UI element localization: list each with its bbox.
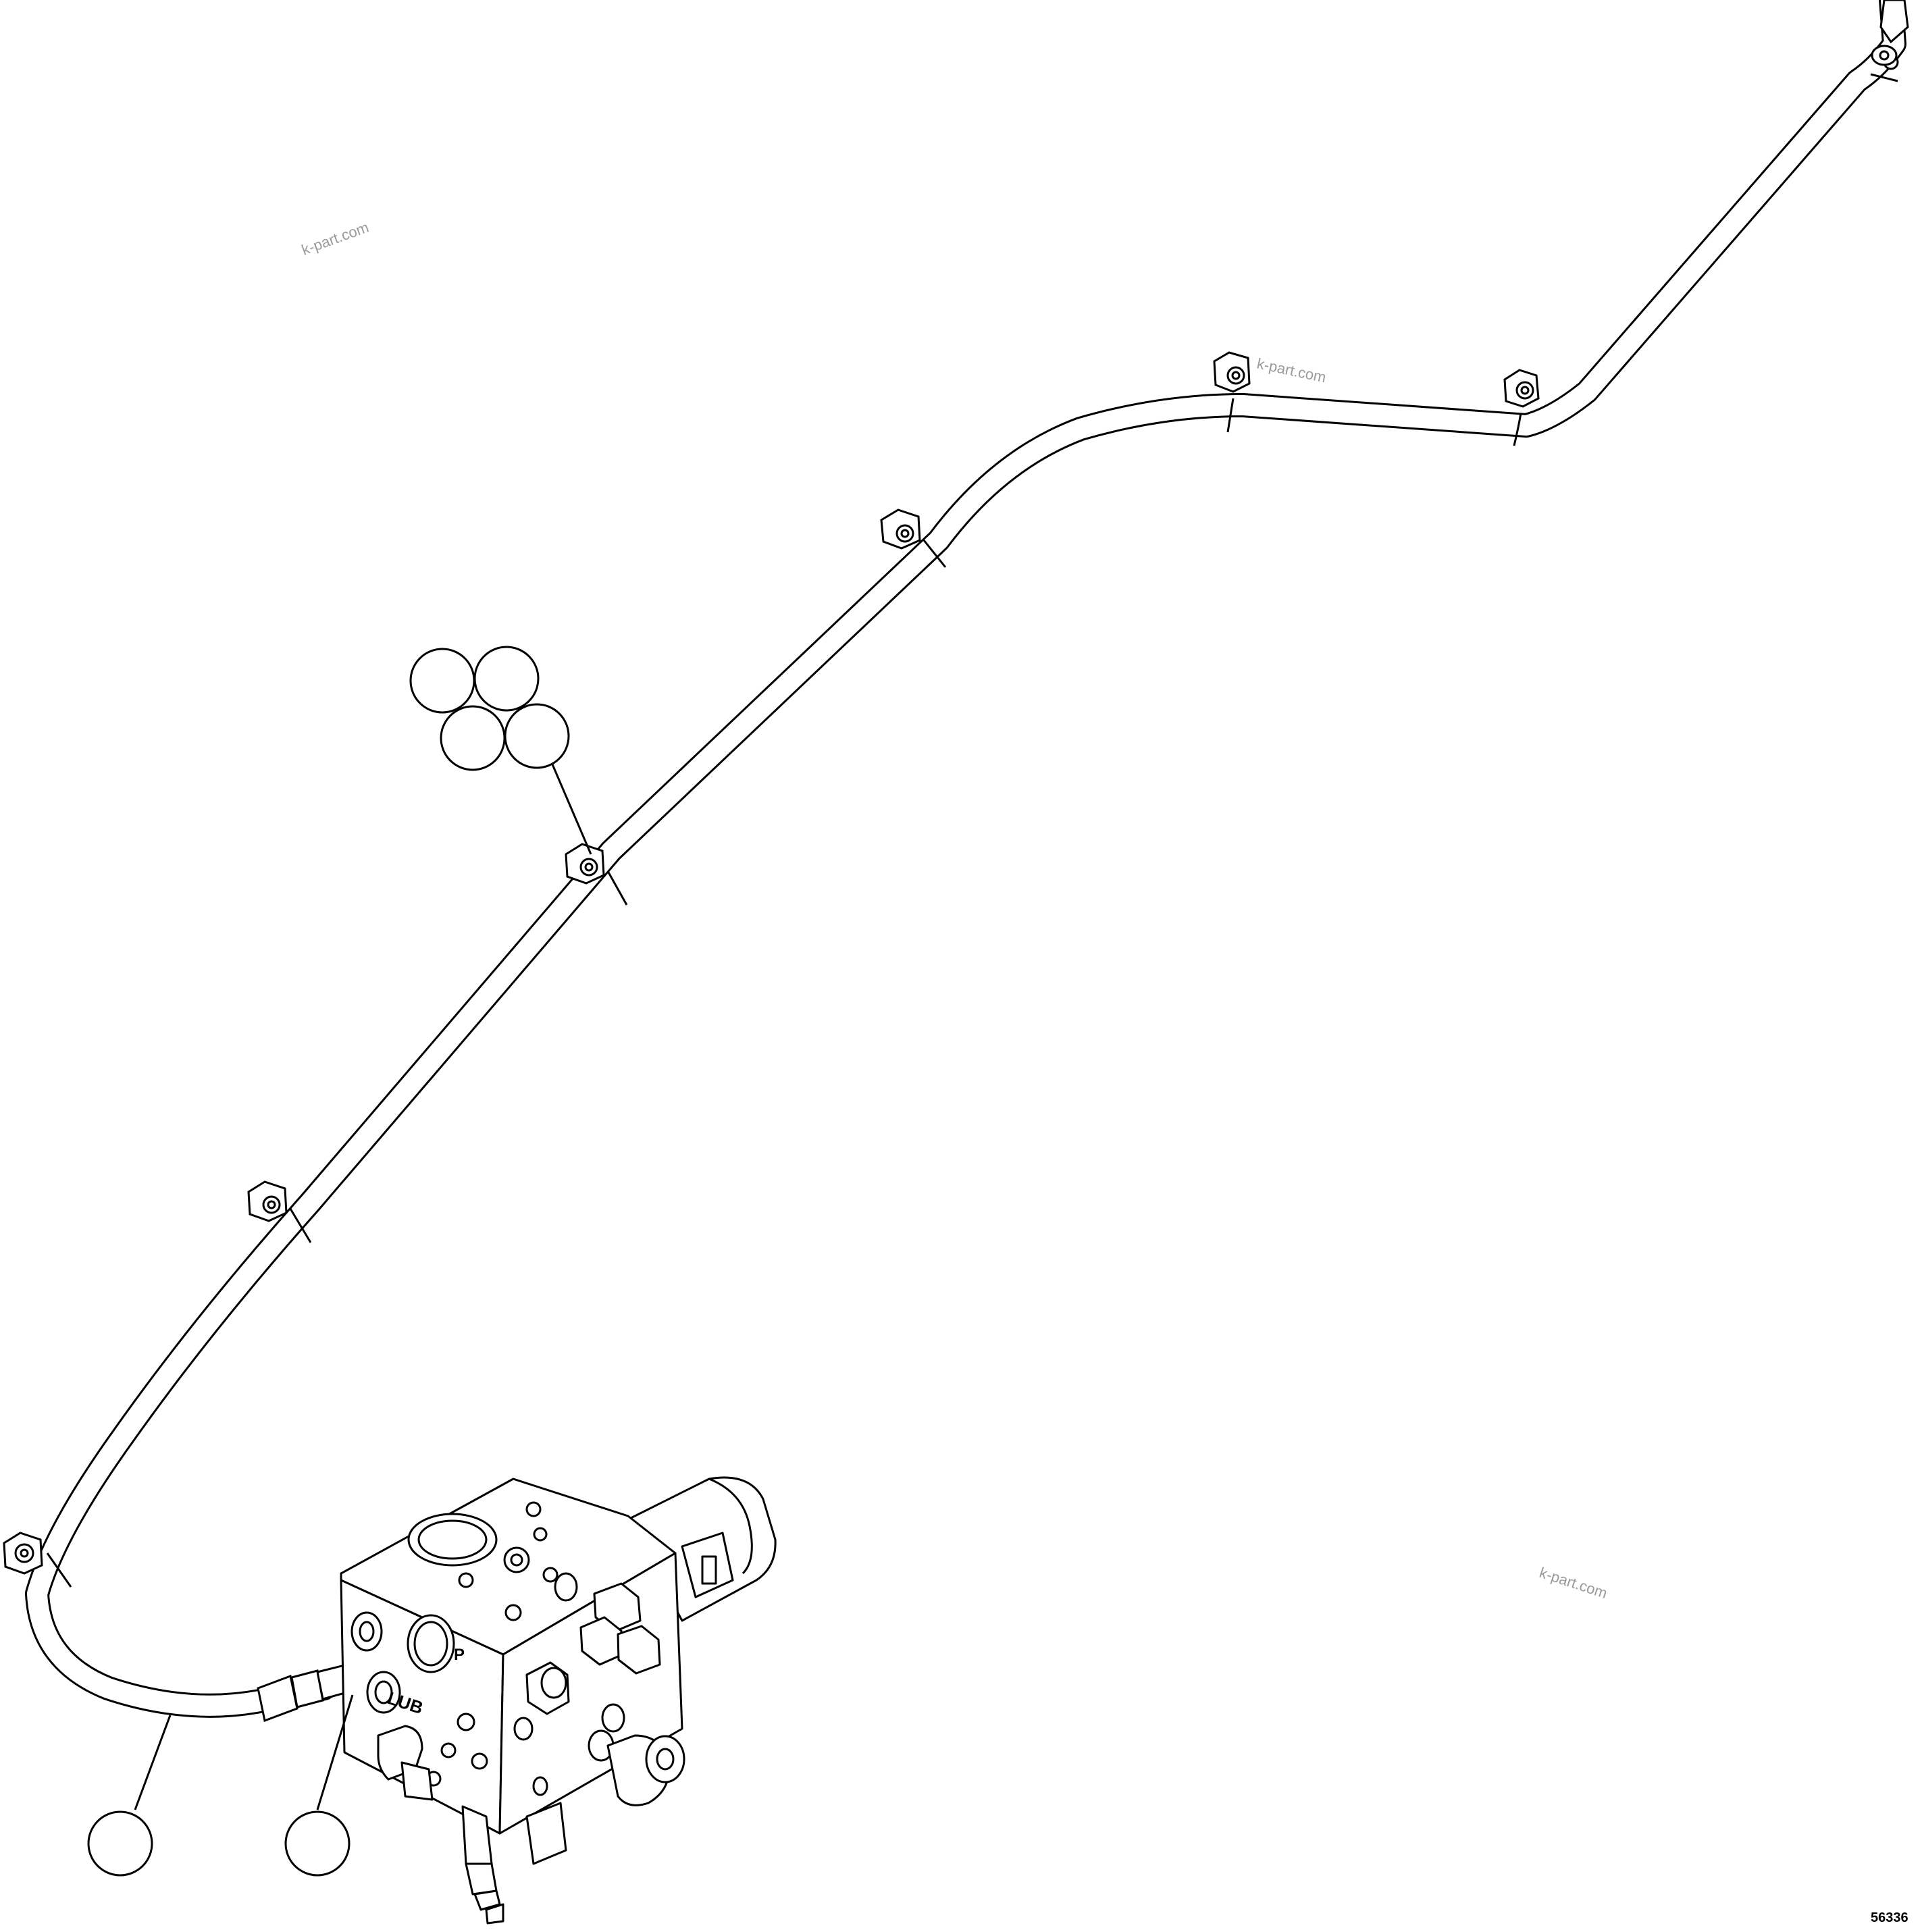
watermark-3: k-part.com — [1537, 1564, 1609, 1602]
leader-clamp-group — [549, 759, 592, 855]
callout-bubble-2 — [473, 646, 540, 712]
lubrication-hose — [25, 0, 1906, 1718]
watermark-1: k-part.com — [299, 219, 371, 259]
callout-bubble-1 — [409, 648, 475, 714]
callout-bubbles — [87, 646, 570, 1877]
valve-block — [340, 1476, 777, 1925]
leader-hose — [134, 1715, 172, 1810]
clamp-4 — [880, 508, 947, 568]
figure-number: 56336 — [1871, 1910, 1908, 1925]
top-port-inner — [417, 1519, 488, 1560]
clamp-6 — [247, 1180, 312, 1243]
clamp-2 — [1503, 369, 1540, 446]
callout-bubble-6 — [284, 1810, 350, 1877]
hose-clamps — [3, 45, 1898, 1588]
leader-fitting — [316, 1694, 354, 1810]
callout-bubble-5 — [87, 1810, 153, 1877]
watermark-2: k-part.com — [1255, 355, 1328, 386]
clamp-7 — [3, 1532, 72, 1588]
callout-bubble-4 — [504, 703, 570, 769]
port-p-label: P — [454, 1646, 465, 1664]
clamp-5 — [565, 843, 628, 906]
clamp-3 — [1213, 351, 1251, 433]
callout-leaders — [134, 759, 592, 1810]
callout-bubble-3 — [440, 705, 506, 771]
clamp-1 — [1870, 45, 1898, 82]
